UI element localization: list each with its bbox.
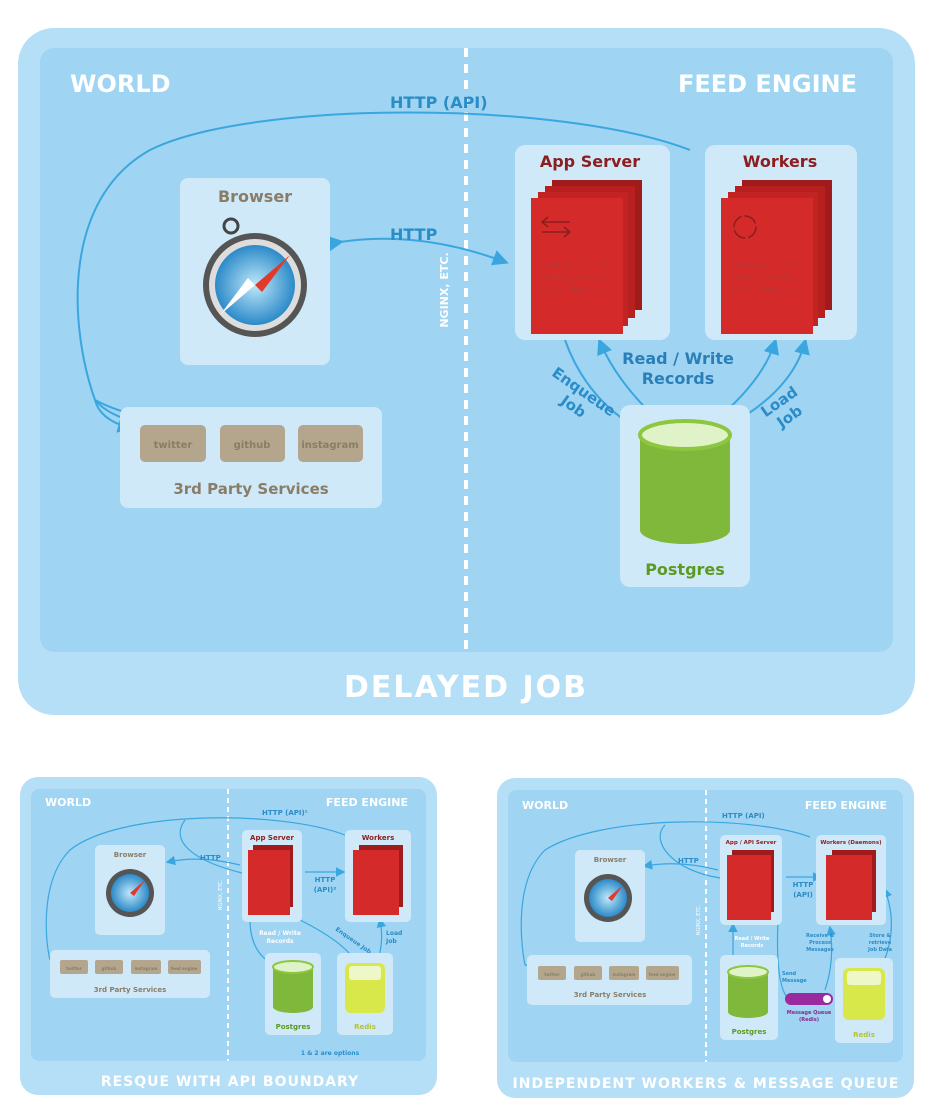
exchange-icon [540,216,572,238]
feed-engine-label: FEED ENGINE [678,70,857,98]
third-party-label: 3rd Party Services [173,480,328,498]
workers-node: Workers controllers, jobs models, views,… [705,145,857,340]
compass-icon [584,874,632,922]
load-label: Load [386,930,402,937]
app-server-label: App Server [250,834,294,842]
app-server-label: App Server [540,152,640,171]
send-label-2: Message [782,978,807,984]
http-api-arrow [76,111,691,401]
load-label-2: Job [385,938,397,945]
third-party-label: 3rd Party Services [94,986,167,994]
http-api-mid-label-2: (API)² [314,886,337,894]
resque-panel: WORLD FEED ENGINE RESQUE WITH API BOUNDA… [20,777,437,1095]
browser-label: Browser [218,187,292,206]
postgres-label: Postgres [276,1023,311,1031]
service-instagram: instagram [613,972,636,977]
postgres-label: Postgres [645,560,725,579]
workers-desc-1: controllers, jobs [731,261,803,271]
http-api-label: HTTP (API)¹ [262,809,308,817]
nginx-label: NGINX, ETC. [696,904,702,935]
service-github: github [102,966,117,971]
read-write-label-2: Records [266,938,294,945]
world-label: WORLD [70,70,171,98]
service-instagram: instagram [135,966,158,971]
independent-workers-panel: WORLD FEED ENGINE INDEPENDENT WORKERS & … [497,778,914,1098]
store-label-2: retrieve [869,940,892,946]
postgres-label: Postgres [732,1028,767,1036]
http-api-label: HTTP (API) [390,93,488,112]
service-twitter: twitter [544,972,560,977]
redis-label: Redis [853,1031,875,1039]
service-feed-engine: feed engine [171,966,198,971]
http-label: HTTP [390,225,438,244]
app-server-desc-2: models, views, [541,273,608,283]
read-write-label: Read / Write [735,936,770,942]
http-api-label: HTTP (API) [722,812,765,820]
message-queue-icon [785,993,833,1005]
compass-icon [106,869,154,917]
http-label: HTTP [200,854,221,862]
workers-desc-2: models, views, [731,273,798,283]
app-server-desc-3: client libraries [541,285,605,295]
store-label: Store & [869,933,891,939]
read-write-label-2: Records [642,369,715,388]
send-label: Send [782,971,797,977]
refresh-icon [733,215,757,239]
read-write-label: Read / Write [622,349,734,368]
world-label: WORLD [522,799,568,812]
workers-desc-3: client libraries [731,285,795,295]
workers-label: Workers (Daemons) [820,840,882,846]
receive-label-2: Process [809,940,831,946]
http-api-mid-label: HTTP [793,881,814,889]
third-party-label: 3rd Party Services [574,991,647,999]
database-icon [640,435,730,544]
nginx-label: NGINX, ETC. [218,879,224,910]
panel-title: INDEPENDENT WORKERS & MESSAGE QUEUE [513,1076,900,1092]
read-write-label-2: Records [741,943,764,949]
postgres-node: Postgres [620,405,750,587]
app-server-label: App / API Server [726,840,777,846]
workers-label: Workers [362,834,395,842]
http-label: HTTP [678,857,699,865]
http-api-mid-label-2: (API) [793,891,813,899]
panel-title: DELAYED JOB [344,670,588,705]
browser-node: Browser [180,178,330,365]
service-github: github [234,440,271,451]
read-write-label: Read / Write [259,930,301,937]
workers-label: Workers [743,152,817,171]
receive-label: Receive & [806,933,835,939]
nginx-label: NGINX, ETC. [438,252,451,327]
message-queue-label: Message Queue [787,1010,832,1016]
feed-engine-label: FEED ENGINE [326,796,408,809]
feed-engine-label: FEED ENGINE [805,799,887,812]
app-server-desc-1: controllers, jobs [541,261,613,271]
service-feed-engine: feed engine [649,972,676,977]
options-note: 1 & 2 are options [301,1050,360,1057]
third-party-services: twitter github instagram 3rd Party Servi… [120,407,382,508]
store-label-3: Job Data [867,947,892,953]
world-label: WORLD [45,796,91,809]
service-instagram: instagram [301,440,358,451]
http-arrow [326,235,509,266]
http-api-mid-label: HTTP [315,876,336,884]
app-server-node: App Server controllers, jobs models, vie… [515,145,670,340]
browser-label: Browser [114,851,147,859]
service-twitter: twitter [154,440,193,451]
delayed-job-panel: WORLD FEED ENGINE DELAYED JOB NGINX, ETC… [18,28,915,715]
service-github: github [581,972,596,977]
panel-title: RESQUE WITH API BOUNDARY [101,1074,359,1090]
redis-label: Redis [354,1023,376,1031]
receive-label-3: Messages [806,947,834,953]
browser-label: Browser [594,856,627,864]
service-twitter: twitter [66,966,82,971]
compass-icon [203,217,307,337]
message-queue-label-2: (Redis) [799,1017,819,1023]
